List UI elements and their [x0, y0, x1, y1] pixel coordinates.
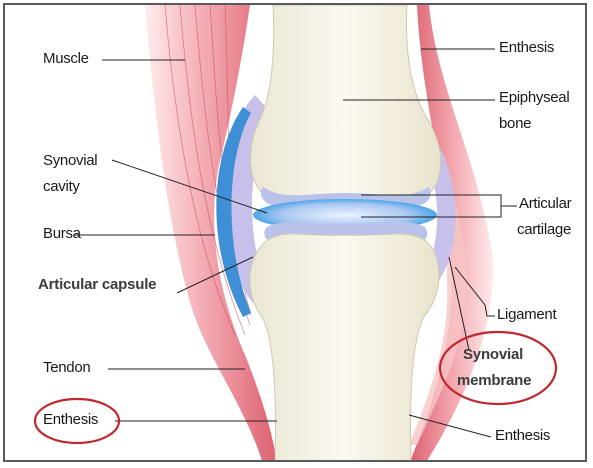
joint-illustration: [5, 5, 587, 462]
label-articular-capsule: Articular capsule: [38, 275, 156, 295]
label-articular-cartilage-2: cartilage: [517, 220, 571, 240]
label-tendon: Tendon: [43, 358, 90, 378]
epiphyseal-bone-lower: [250, 234, 439, 462]
label-bursa: Bursa: [43, 224, 81, 244]
label-epiphyseal-1: Epiphyseal: [499, 88, 569, 108]
label-enthesis-bottom-right: Enthesis: [495, 426, 550, 446]
label-synovial-cavity-1: Synovial: [43, 151, 97, 171]
muscle-left: [145, 5, 277, 462]
label-enthesis-left: Enthesis: [43, 410, 98, 430]
label-ligament: Ligament: [497, 305, 556, 325]
label-epiphyseal-2: bone: [499, 114, 531, 134]
label-synovial-membrane-2: membrane: [457, 371, 531, 391]
label-enthesis-top-right: Enthesis: [499, 38, 554, 58]
label-articular-cartilage-1: Articular: [519, 194, 571, 214]
label-synovial-membrane-1: Synovial: [463, 345, 523, 365]
label-muscle: Muscle: [43, 49, 89, 69]
label-synovial-cavity-2: cavity: [43, 177, 80, 197]
diagram-frame: Muscle Synovial cavity Bursa Articular c…: [3, 3, 587, 462]
epiphyseal-bone-upper: [250, 5, 440, 202]
